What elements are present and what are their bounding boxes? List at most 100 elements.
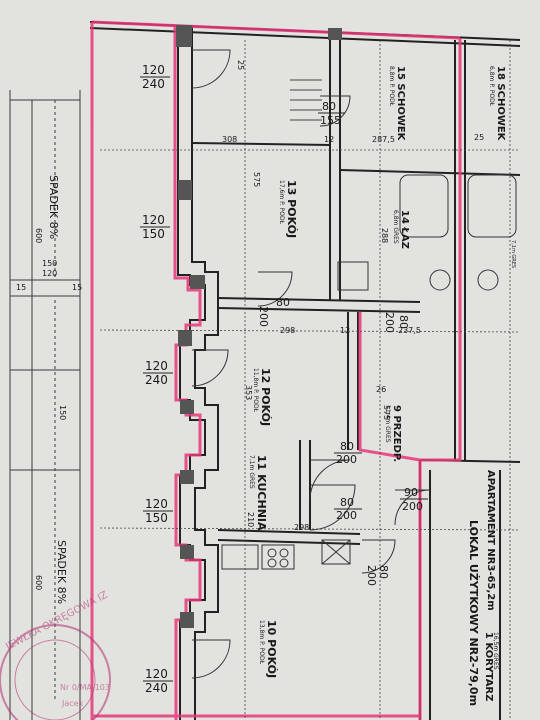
svg-text:80: 80 (322, 100, 336, 113)
svg-text:7,1m GRES: 7,1m GRES (248, 455, 255, 489)
svg-text:298: 298 (294, 523, 309, 532)
svg-text:18 SCHOWEK: 18 SCHOWEK (495, 66, 506, 142)
svg-text:200: 200 (402, 500, 423, 513)
svg-text:240: 240 (145, 681, 168, 695)
svg-text:80: 80 (397, 315, 410, 329)
svg-text:7,1m GRES: 7,1m GRES (510, 240, 516, 268)
svg-text:80: 80 (377, 565, 390, 579)
svg-text:600: 600 (34, 575, 43, 590)
svg-text:13,8m P. PODŁ: 13,8m P. PODŁ (258, 620, 265, 665)
svg-text:353: 353 (244, 385, 253, 400)
svg-text:15: 15 (16, 283, 26, 292)
svg-text:90: 90 (404, 486, 418, 499)
svg-text:9 PRZEDP.: 9 PRZEDP. (391, 405, 402, 462)
svg-text:10 POKÓJ: 10 POKÓJ (265, 620, 278, 678)
svg-text:6,8m P. PODŁ: 6,8m P. PODŁ (488, 66, 495, 107)
svg-text:80: 80 (276, 296, 290, 309)
svg-text:575: 575 (382, 405, 391, 420)
ramp-label-bottom: SPADEK 8% (55, 540, 68, 604)
svg-text:120: 120 (145, 667, 168, 681)
door-label: 80 200 (257, 296, 290, 327)
small-gres-label: 7,1m GRES (510, 240, 516, 268)
svg-text:25: 25 (474, 133, 484, 142)
svg-text:14 ŁAZ: 14 ŁAZ (399, 210, 410, 249)
ramp-area (9, 90, 81, 720)
svg-text:12 POKÓJ: 12 POKÓJ (259, 368, 272, 426)
svg-text:11 KUCHNIA: 11 KUCHNIA (255, 455, 268, 531)
svg-text:SPADEK 8%: SPADEK 8% (55, 540, 68, 604)
room-label-18: 18 SCHOWEK 6,8m P. PODŁ (488, 66, 506, 142)
svg-text:150: 150 (142, 227, 165, 241)
room-label-12: 12 POKÓJ 11,8m P. PODŁ (252, 368, 272, 426)
svg-text:17,6m P. PODŁ: 17,6m P. PODŁ (278, 180, 285, 225)
svg-text:6,8m GRES: 6,8m GRES (392, 210, 399, 244)
svg-text:Nr 0/MA-103: Nr 0/MA-103 (60, 683, 110, 692)
fixtures (221, 174, 517, 570)
svg-text:150: 150 (145, 511, 168, 525)
room-label-13: 13 POKÓJ 17,6m P. PODŁ (278, 180, 298, 238)
svg-text:287,5: 287,5 (372, 135, 395, 144)
svg-text:237,5: 237,5 (398, 326, 421, 335)
svg-text:1 KORYTARZ: 1 KORYTARZ (483, 632, 494, 701)
window-markers (176, 25, 342, 628)
svg-text:11,4m GRES: 11,4m GRES (384, 405, 391, 443)
svg-text:LOKAL UŻYTKOWY NR2-79,0m: LOKAL UŻYTKOWY NR2-79,0m (467, 520, 481, 706)
svg-text:240: 240 (145, 373, 168, 387)
apartment-boundary (90, 20, 462, 720)
svg-text:8,8m P. PODŁ: 8,8m P. PODŁ (388, 66, 395, 107)
svg-text:80: 80 (340, 440, 354, 453)
ramp-label-top: SPADEK 8% (47, 175, 60, 239)
svg-text:150: 150 (42, 259, 57, 268)
svg-text:16,5m GRES: 16,5m GRES (492, 632, 499, 670)
svg-text:298: 298 (280, 326, 295, 335)
dimension-labels: 308 287,5 575 298 237,5 353 210 298 575 … (16, 60, 484, 590)
svg-text:120: 120 (142, 213, 165, 227)
svg-text:11,8m P. PODŁ: 11,8m P. PODŁ (252, 368, 259, 413)
svg-text:Jacek: Jacek (61, 699, 84, 708)
svg-text:200: 200 (365, 565, 378, 586)
closet-shelves (290, 79, 322, 121)
svg-text:15: 15 (72, 283, 82, 292)
svg-text:12: 12 (324, 135, 334, 144)
svg-text:200: 200 (257, 306, 270, 327)
svg-text:200: 200 (383, 312, 396, 333)
svg-text:575: 575 (252, 172, 261, 187)
svg-text:12: 12 (340, 326, 350, 335)
svg-text:150: 150 (58, 405, 67, 420)
svg-text:APARTAMENT NR3-65,2m: APARTAMENT NR3-65,2m (485, 470, 496, 611)
svg-text:288: 288 (380, 228, 389, 243)
room-label-14: 14 ŁAZ 6,8m GRES (392, 210, 410, 249)
svg-text:SPADEK 8%: SPADEK 8% (47, 175, 60, 239)
svg-text:210: 210 (246, 512, 255, 527)
svg-text:200: 200 (336, 509, 357, 522)
svg-text:200: 200 (336, 453, 357, 466)
svg-text:600: 600 (34, 228, 43, 243)
svg-text:155: 155 (320, 114, 341, 127)
svg-text:308: 308 (222, 135, 237, 144)
svg-text:25: 25 (236, 60, 245, 70)
apartment-label: APARTAMENT NR3-65,2m (485, 470, 496, 611)
room-label-15: 15 SCHOWEK 8,8m P. PODŁ (388, 66, 406, 142)
room-label-10: 10 POKÓJ 13,8m P. PODŁ (258, 620, 278, 678)
svg-text:120: 120 (145, 359, 168, 373)
room-label-11: 11 KUCHNIA 7,1m GRES (248, 455, 268, 531)
svg-text:26: 26 (376, 385, 386, 394)
dimension-lines (99, 40, 521, 720)
svg-text:80: 80 (340, 496, 354, 509)
svg-text:120: 120 (142, 63, 165, 77)
svg-text:13 POKÓJ: 13 POKÓJ (285, 180, 298, 238)
